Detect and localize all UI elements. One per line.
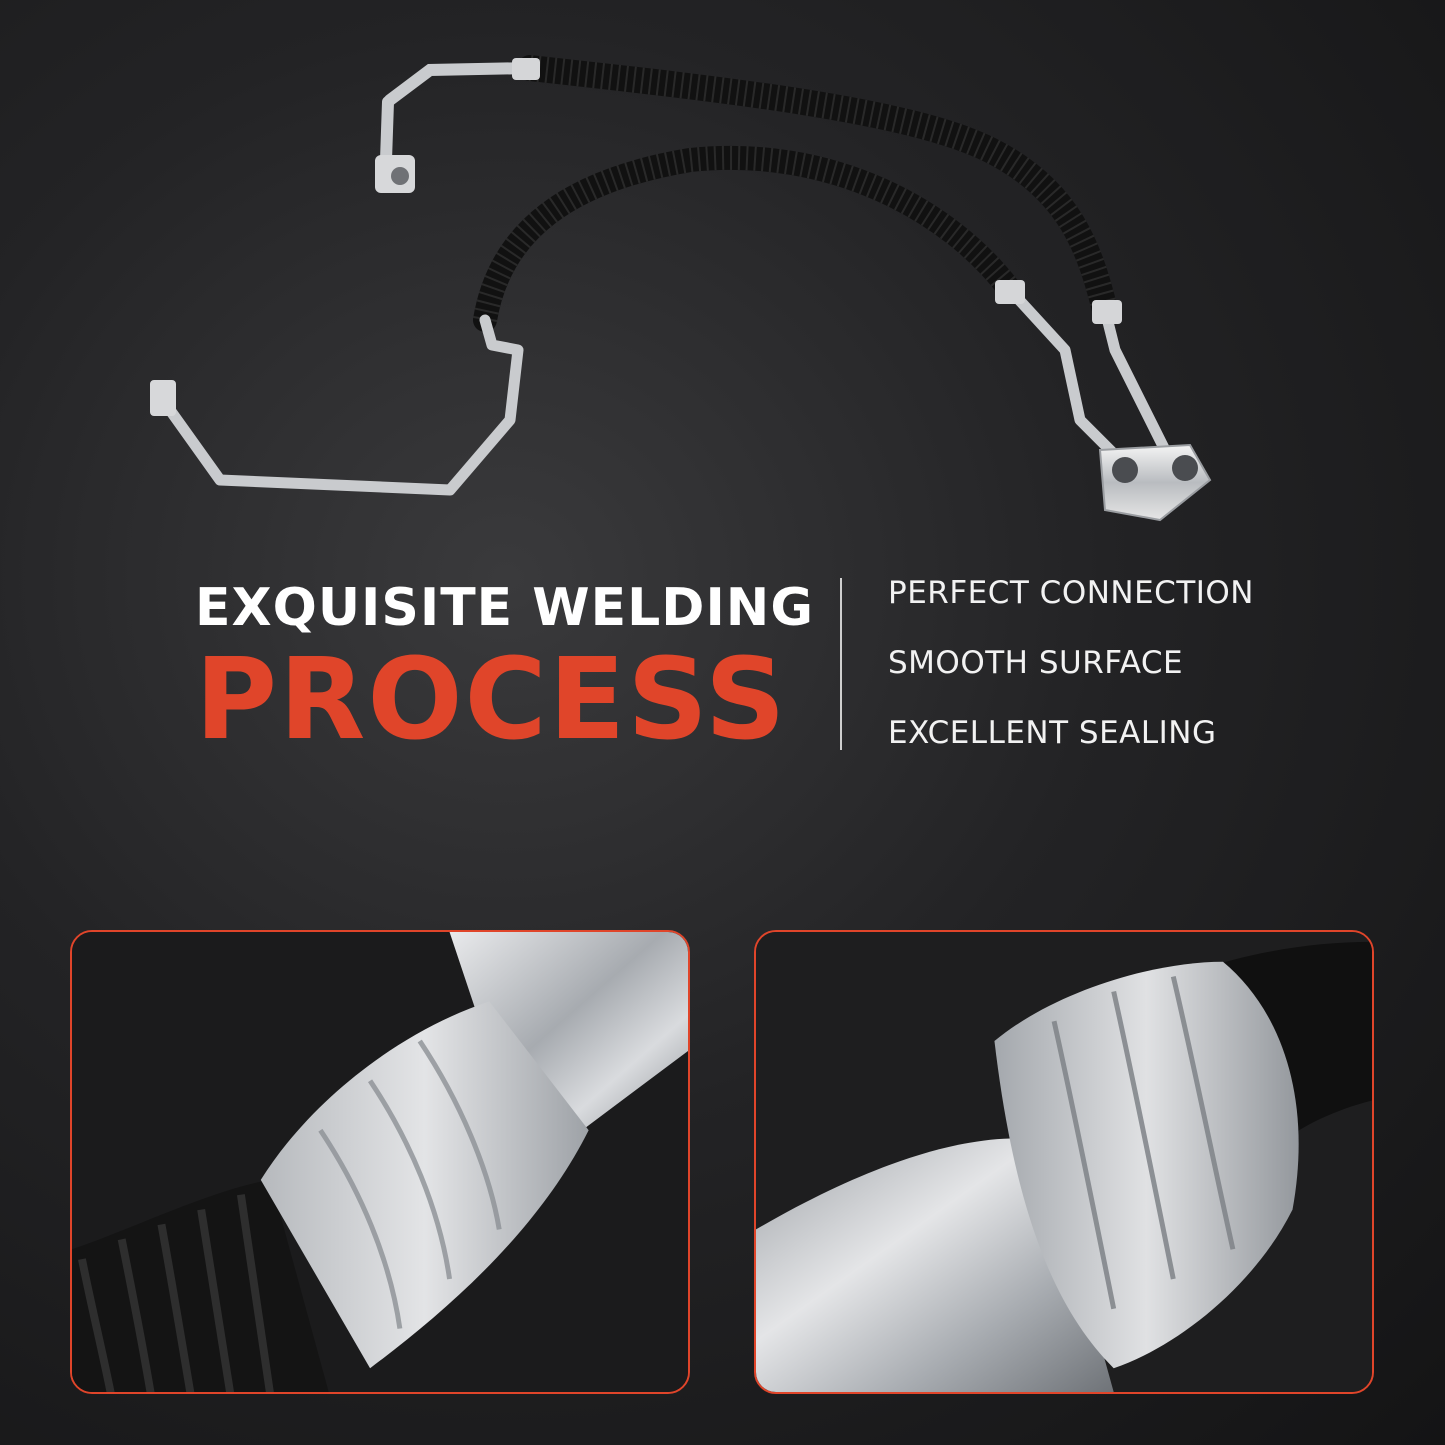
crimp-closeup-right-image: [756, 932, 1372, 1392]
feature-perfect-connection: PERFECT CONNECTION: [888, 575, 1254, 611]
detail-panel-left: [70, 930, 690, 1394]
feature-excellent-sealing: EXCELLENT SEALING: [888, 715, 1217, 751]
lower-hose: [473, 145, 1022, 332]
right-metal-pipe-b: [1099, 304, 1176, 466]
hose-assembly-illustration: [150, 55, 1212, 522]
manifold-block: [1098, 443, 1212, 522]
lower-metal-pipe: [154, 314, 524, 496]
headline-line2: PROCESS: [195, 635, 788, 765]
right-metal-pipe-a: [1004, 284, 1126, 466]
hose-assembly-image: [130, 50, 1330, 550]
feature-smooth-surface: SMOOTH SURFACE: [888, 645, 1184, 681]
crimp-closeup-left-image: [72, 932, 688, 1392]
vertical-divider: [840, 578, 842, 750]
headline-line1: EXQUISITE WELDING: [195, 578, 815, 638]
detail-panel-right: [754, 930, 1374, 1394]
upper-metal-pipe: [384, 62, 536, 106]
